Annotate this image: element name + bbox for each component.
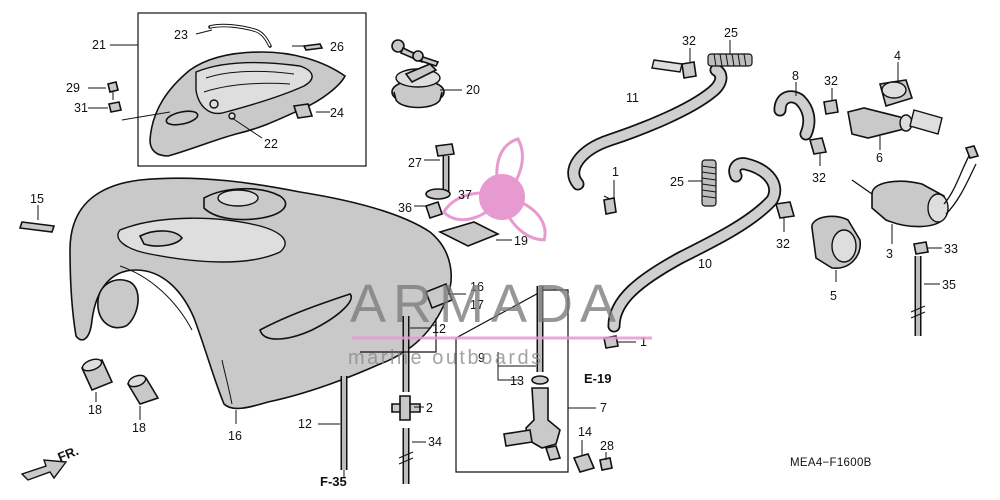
callout-4: 4 bbox=[894, 49, 901, 63]
grommet-18-b bbox=[126, 374, 160, 405]
fuel-hose-34 bbox=[398, 428, 414, 484]
callout-8: 8 bbox=[792, 69, 799, 83]
fuel-tank-16 bbox=[69, 177, 452, 424]
callout-32-a: 32 bbox=[682, 34, 696, 48]
breather-hose-10 bbox=[607, 157, 782, 333]
callout-16-bottom: 16 bbox=[228, 429, 242, 443]
fuel-pump-3 bbox=[851, 145, 980, 228]
callout-1-top: 1 bbox=[612, 165, 619, 179]
screw-28 bbox=[599, 457, 613, 471]
callout-29: 29 bbox=[66, 81, 80, 95]
callout-24: 24 bbox=[330, 106, 344, 120]
ref-e-19: E-19 bbox=[584, 371, 611, 386]
cover-wire-23 bbox=[208, 23, 272, 48]
callout-12-lower: 12 bbox=[298, 417, 312, 431]
watermark-logo bbox=[441, 137, 547, 242]
pump-cushion-5 bbox=[811, 215, 861, 269]
callout-34: 34 bbox=[428, 435, 442, 449]
callout-11: 11 bbox=[626, 91, 639, 105]
callout-3: 3 bbox=[886, 247, 893, 261]
callout-25-mid: 25 bbox=[670, 175, 684, 189]
callout-31: 31 bbox=[74, 101, 88, 115]
callout-15: 15 bbox=[30, 192, 44, 206]
callout-23: 23 bbox=[174, 28, 188, 42]
screw-26 bbox=[302, 43, 324, 51]
front-direction-arrow-icon bbox=[20, 459, 68, 481]
figure-code: MEA4−F1600B bbox=[790, 457, 872, 469]
bolt-27 bbox=[435, 143, 455, 196]
callout-21: 21 bbox=[92, 38, 106, 52]
fuel-valve-7 bbox=[525, 387, 561, 449]
front-label: FR. bbox=[56, 443, 81, 465]
fuel-valve-group bbox=[455, 286, 613, 473]
clip-1-a bbox=[603, 197, 617, 215]
joint-2 bbox=[391, 395, 421, 421]
watermark-tagline: marine outboards bbox=[348, 347, 544, 369]
fuel-filter-17 bbox=[424, 282, 454, 310]
tank-cover-group bbox=[88, 12, 367, 167]
callout-20: 20 bbox=[466, 83, 480, 97]
callout-19: 19 bbox=[514, 234, 528, 248]
callout-32-b: 32 bbox=[824, 74, 838, 88]
fuel-cap-20 bbox=[391, 39, 462, 109]
callout-37: 37 bbox=[458, 188, 472, 202]
clip-36 bbox=[424, 200, 444, 220]
propeller-logo-icon bbox=[441, 137, 547, 242]
stud-15 bbox=[18, 221, 56, 233]
callout-32-d: 32 bbox=[776, 237, 790, 251]
hose-8 bbox=[773, 90, 816, 141]
callout-13: 13 bbox=[510, 374, 524, 388]
callout-27: 27 bbox=[408, 156, 422, 170]
callout-6: 6 bbox=[876, 151, 883, 165]
hose-clip-32-b bbox=[823, 99, 839, 115]
washer-31 bbox=[108, 101, 122, 113]
callout-18-left: 18 bbox=[88, 403, 102, 417]
spring-25-a bbox=[707, 53, 753, 67]
callout-12-upper: 12 bbox=[432, 322, 446, 336]
hose-clip-32-a bbox=[681, 61, 697, 79]
callout-10: 10 bbox=[698, 257, 712, 271]
knob-14 bbox=[572, 453, 596, 473]
callout-25-top: 25 bbox=[724, 26, 738, 40]
callout-2: 2 bbox=[426, 401, 433, 415]
callout-32-c: 32 bbox=[812, 171, 826, 185]
callout-26: 26 bbox=[330, 40, 344, 54]
tube-35 bbox=[910, 256, 926, 336]
callout-7: 7 bbox=[600, 401, 607, 415]
hose-clip-32-c bbox=[808, 137, 828, 155]
fuel-filter-6 bbox=[847, 107, 913, 139]
cap-4 bbox=[878, 79, 914, 108]
collar-33 bbox=[913, 241, 929, 255]
callout-28: 28 bbox=[600, 439, 614, 453]
callout-9: 9 bbox=[478, 351, 485, 365]
callout-18-right: 18 bbox=[132, 421, 146, 435]
watermark-brand: ARMADA bbox=[350, 274, 623, 334]
callout-16-top: 16 bbox=[470, 280, 484, 294]
callout-36: 36 bbox=[398, 201, 412, 215]
bracket-19 bbox=[437, 221, 500, 247]
hose-clip-32-d bbox=[774, 201, 796, 219]
washer-37 bbox=[425, 188, 451, 200]
callout-1-bottom: 1 bbox=[640, 335, 647, 349]
grommet-18-a bbox=[80, 358, 114, 392]
callout-35: 35 bbox=[942, 278, 956, 292]
cushion-24 bbox=[292, 103, 314, 119]
callout-33: 33 bbox=[944, 242, 958, 256]
ref-f-35: F-35 bbox=[320, 474, 347, 489]
callout-5: 5 bbox=[830, 289, 837, 303]
key-icon bbox=[391, 39, 440, 67]
spring-25-b bbox=[701, 159, 717, 207]
watermark-text: ARMADA marine outboards bbox=[348, 274, 652, 369]
screw-29 bbox=[107, 81, 119, 100]
callout-17: 17 bbox=[470, 298, 484, 312]
callout-labels: 21 23 26 24 22 29 31 20 27 37 36 19 15 1… bbox=[30, 26, 958, 453]
callout-22: 22 bbox=[264, 137, 278, 151]
callout-14: 14 bbox=[578, 425, 592, 439]
